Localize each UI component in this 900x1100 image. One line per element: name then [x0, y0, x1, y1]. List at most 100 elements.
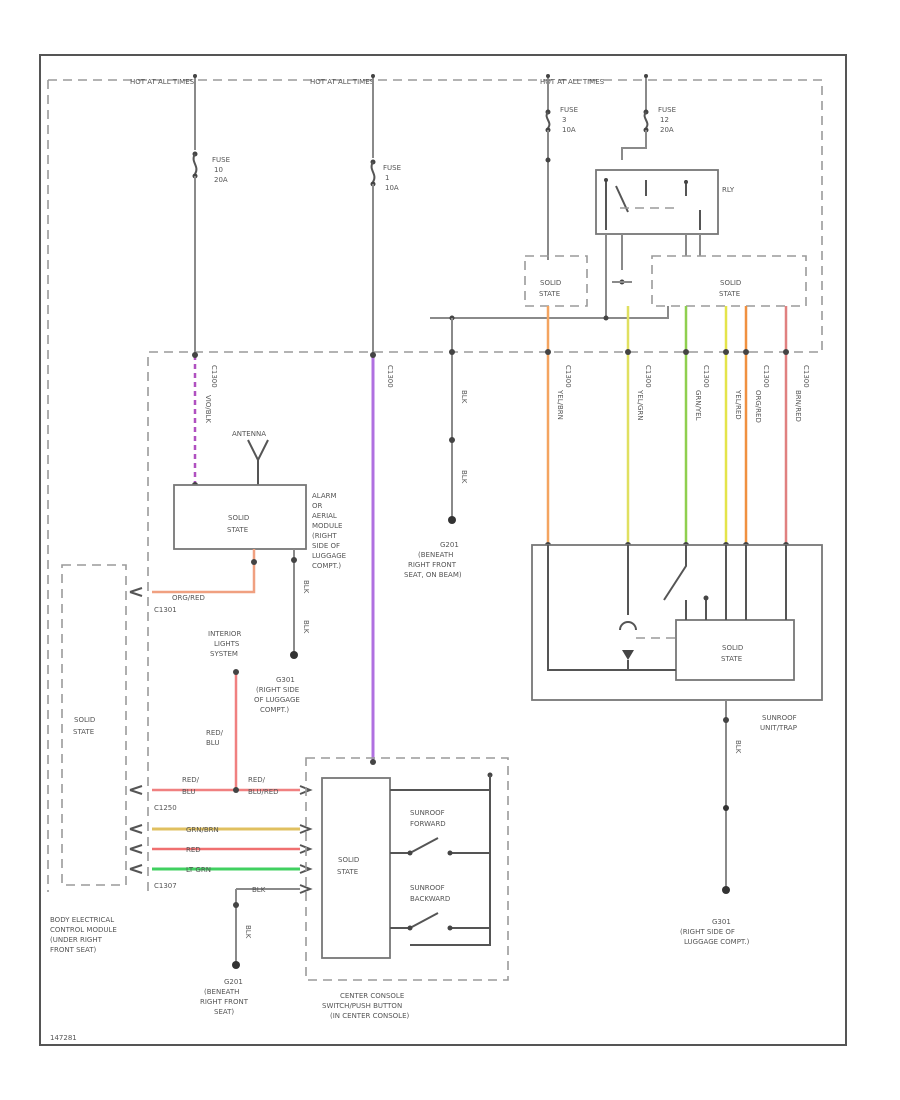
svg-text:RIGHT FRONT: RIGHT FRONT — [200, 998, 249, 1006]
svg-text:SYSTEM: SYSTEM — [210, 650, 238, 658]
svg-text:SOLID: SOLID — [74, 716, 95, 724]
svg-text:OF LUGGAGE: OF LUGGAGE — [254, 696, 300, 704]
svg-text:STATE: STATE — [73, 728, 94, 736]
g301-far-label-3: LUGGAGE COMPT.) — [684, 938, 750, 946]
top-right-connector-labels: C1300 C1300 C1300 C1300 C1300 YEL/BRN YE… — [556, 365, 810, 423]
connector-c1250: C1250 — [154, 804, 177, 812]
g201-a-label-3: RIGHT FRONT — [408, 561, 457, 569]
svg-text:(IN CENTER CONSOLE): (IN CENTER CONSOLE) — [330, 1012, 410, 1020]
hot-label-2: HOT AT ALL TIMES — [310, 78, 375, 86]
antenna-icon — [247, 439, 269, 485]
connector-c1301: C1301 — [154, 606, 177, 614]
solid-state-large — [651, 255, 807, 307]
svg-text:FRONT SEAT): FRONT SEAT) — [50, 946, 97, 954]
solid-state-small-label-1: SOLID — [540, 279, 561, 287]
svg-text:YEL/GRN: YEL/GRN — [636, 389, 644, 420]
fuse-10-label-1: FUSE — [212, 156, 230, 164]
svg-text:BODY ELECTRICAL: BODY ELECTRICAL — [50, 916, 114, 924]
svg-text:(RIGHT: (RIGHT — [312, 532, 337, 540]
sunroof-solid-state-label-2: STATE — [721, 655, 742, 663]
center-console-solid-state — [321, 777, 391, 959]
svg-text:VIO/BLK: VIO/BLK — [204, 395, 212, 423]
svg-text:C1300: C1300 — [564, 365, 572, 388]
svg-text:OR: OR — [312, 502, 323, 510]
svg-text:RED/: RED/ — [182, 776, 200, 784]
svg-text:SWITCH/PUSH BUTTON: SWITCH/PUSH BUTTON — [322, 1002, 402, 1010]
svg-text:ORG/RED: ORG/RED — [754, 390, 762, 423]
ground-g301-right-icon — [290, 651, 298, 659]
sunroof-solid-state-label-1: SOLID — [722, 644, 743, 652]
svg-text:MODULE: MODULE — [312, 522, 342, 530]
svg-text:CENTER CONSOLE: CENTER CONSOLE — [340, 992, 404, 1000]
svg-text:LT GRN: LT GRN — [186, 866, 211, 874]
svg-text:COMPT.): COMPT.) — [260, 706, 289, 714]
svg-text:C1300: C1300 — [644, 365, 652, 388]
alarm-solid-state-1: SOLID — [228, 514, 249, 522]
sunroof-solid-state — [675, 619, 795, 681]
fuse-12-label-3: 20A — [660, 126, 674, 134]
sunroof-backward-switch — [390, 912, 490, 929]
bcm-box — [61, 564, 127, 886]
svg-text:LIGHTS: LIGHTS — [214, 640, 240, 648]
g201-a-label-2: (BENEATH — [418, 551, 453, 559]
alarm-solid-state-2: STATE — [227, 526, 248, 534]
svg-text:BLK: BLK — [460, 390, 468, 404]
svg-text:INTERIOR: INTERIOR — [208, 630, 241, 638]
fuse-1-label-3: 10A — [385, 184, 399, 192]
ground-g201-b-icon — [232, 961, 240, 969]
svg-text:GRN/YEL: GRN/YEL — [694, 390, 702, 421]
svg-text:SUNROOF: SUNROOF — [410, 809, 445, 817]
g301-far-label-1: G301 — [712, 918, 731, 926]
svg-text:ORG/RED: ORG/RED — [172, 594, 205, 602]
svg-text:SOLID: SOLID — [338, 856, 359, 864]
fuse-10-icon — [192, 151, 198, 179]
hot-label-3: HOT AT ALL TIMES — [540, 78, 605, 86]
fuse-3-icon — [545, 109, 551, 133]
svg-text:AERIAL: AERIAL — [312, 512, 337, 520]
sunroof-motor-icon — [619, 621, 637, 670]
svg-text:BLK: BLK — [302, 580, 310, 594]
svg-text:C1300: C1300 — [386, 365, 394, 388]
antenna-label: ANTENNA — [232, 430, 266, 438]
svg-text:LUGGAGE: LUGGAGE — [312, 552, 346, 560]
console-switch-common — [390, 789, 491, 946]
relay-box — [595, 169, 719, 235]
svg-text:ALARM: ALARM — [312, 492, 337, 500]
svg-text:GRN/BRN: GRN/BRN — [186, 826, 219, 834]
fuse-3-label-1: FUSE — [560, 106, 578, 114]
svg-text:BRN/RED: BRN/RED — [794, 390, 802, 422]
svg-text:STATE: STATE — [337, 868, 358, 876]
svg-text:BLK: BLK — [302, 620, 310, 634]
g201-a-label-4: SEAT, ON BEAM) — [404, 571, 462, 579]
solid-state-large-label-1: SOLID — [720, 279, 741, 287]
svg-text:G301: G301 — [276, 676, 295, 684]
power-distribution-box — [48, 79, 823, 892]
ground-g301-far-icon — [722, 886, 730, 894]
svg-text:(UNDER RIGHT: (UNDER RIGHT — [50, 936, 103, 944]
fuse-1-icon — [370, 159, 376, 187]
solid-state-large-label-2: STATE — [719, 290, 740, 298]
svg-text:SUNROOF: SUNROOF — [410, 884, 445, 892]
svg-text:C1300: C1300 — [702, 365, 710, 388]
svg-text:YEL/BRN: YEL/BRN — [556, 389, 564, 420]
svg-text:BLU: BLU — [206, 739, 219, 747]
g201-a-label-1: G201 — [440, 541, 459, 549]
sunroof-internal-wiring — [547, 545, 787, 671]
fuse-10-label-3: 20A — [214, 176, 228, 184]
svg-text:COMPT.): COMPT.) — [312, 562, 341, 570]
svg-text:FORWARD: FORWARD — [410, 820, 446, 828]
fuse-3-label-2: 3 — [562, 116, 566, 124]
svg-text:BLU: BLU — [182, 788, 195, 796]
fuse-3-label-3: 10A — [562, 126, 576, 134]
svg-text:RED/: RED/ — [206, 729, 224, 737]
svg-text:CONTROL MODULE: CONTROL MODULE — [50, 926, 117, 934]
svg-text:C1300: C1300 — [802, 365, 810, 388]
svg-text:BLK: BLK — [244, 925, 252, 939]
sunroof-forward-switch — [390, 837, 490, 854]
connector-chevrons — [129, 785, 313, 894]
fuse-1-label-2: 1 — [385, 174, 389, 182]
diagram-frame — [39, 54, 847, 1046]
svg-text:RED: RED — [186, 846, 201, 854]
svg-text:BLK: BLK — [460, 470, 468, 484]
